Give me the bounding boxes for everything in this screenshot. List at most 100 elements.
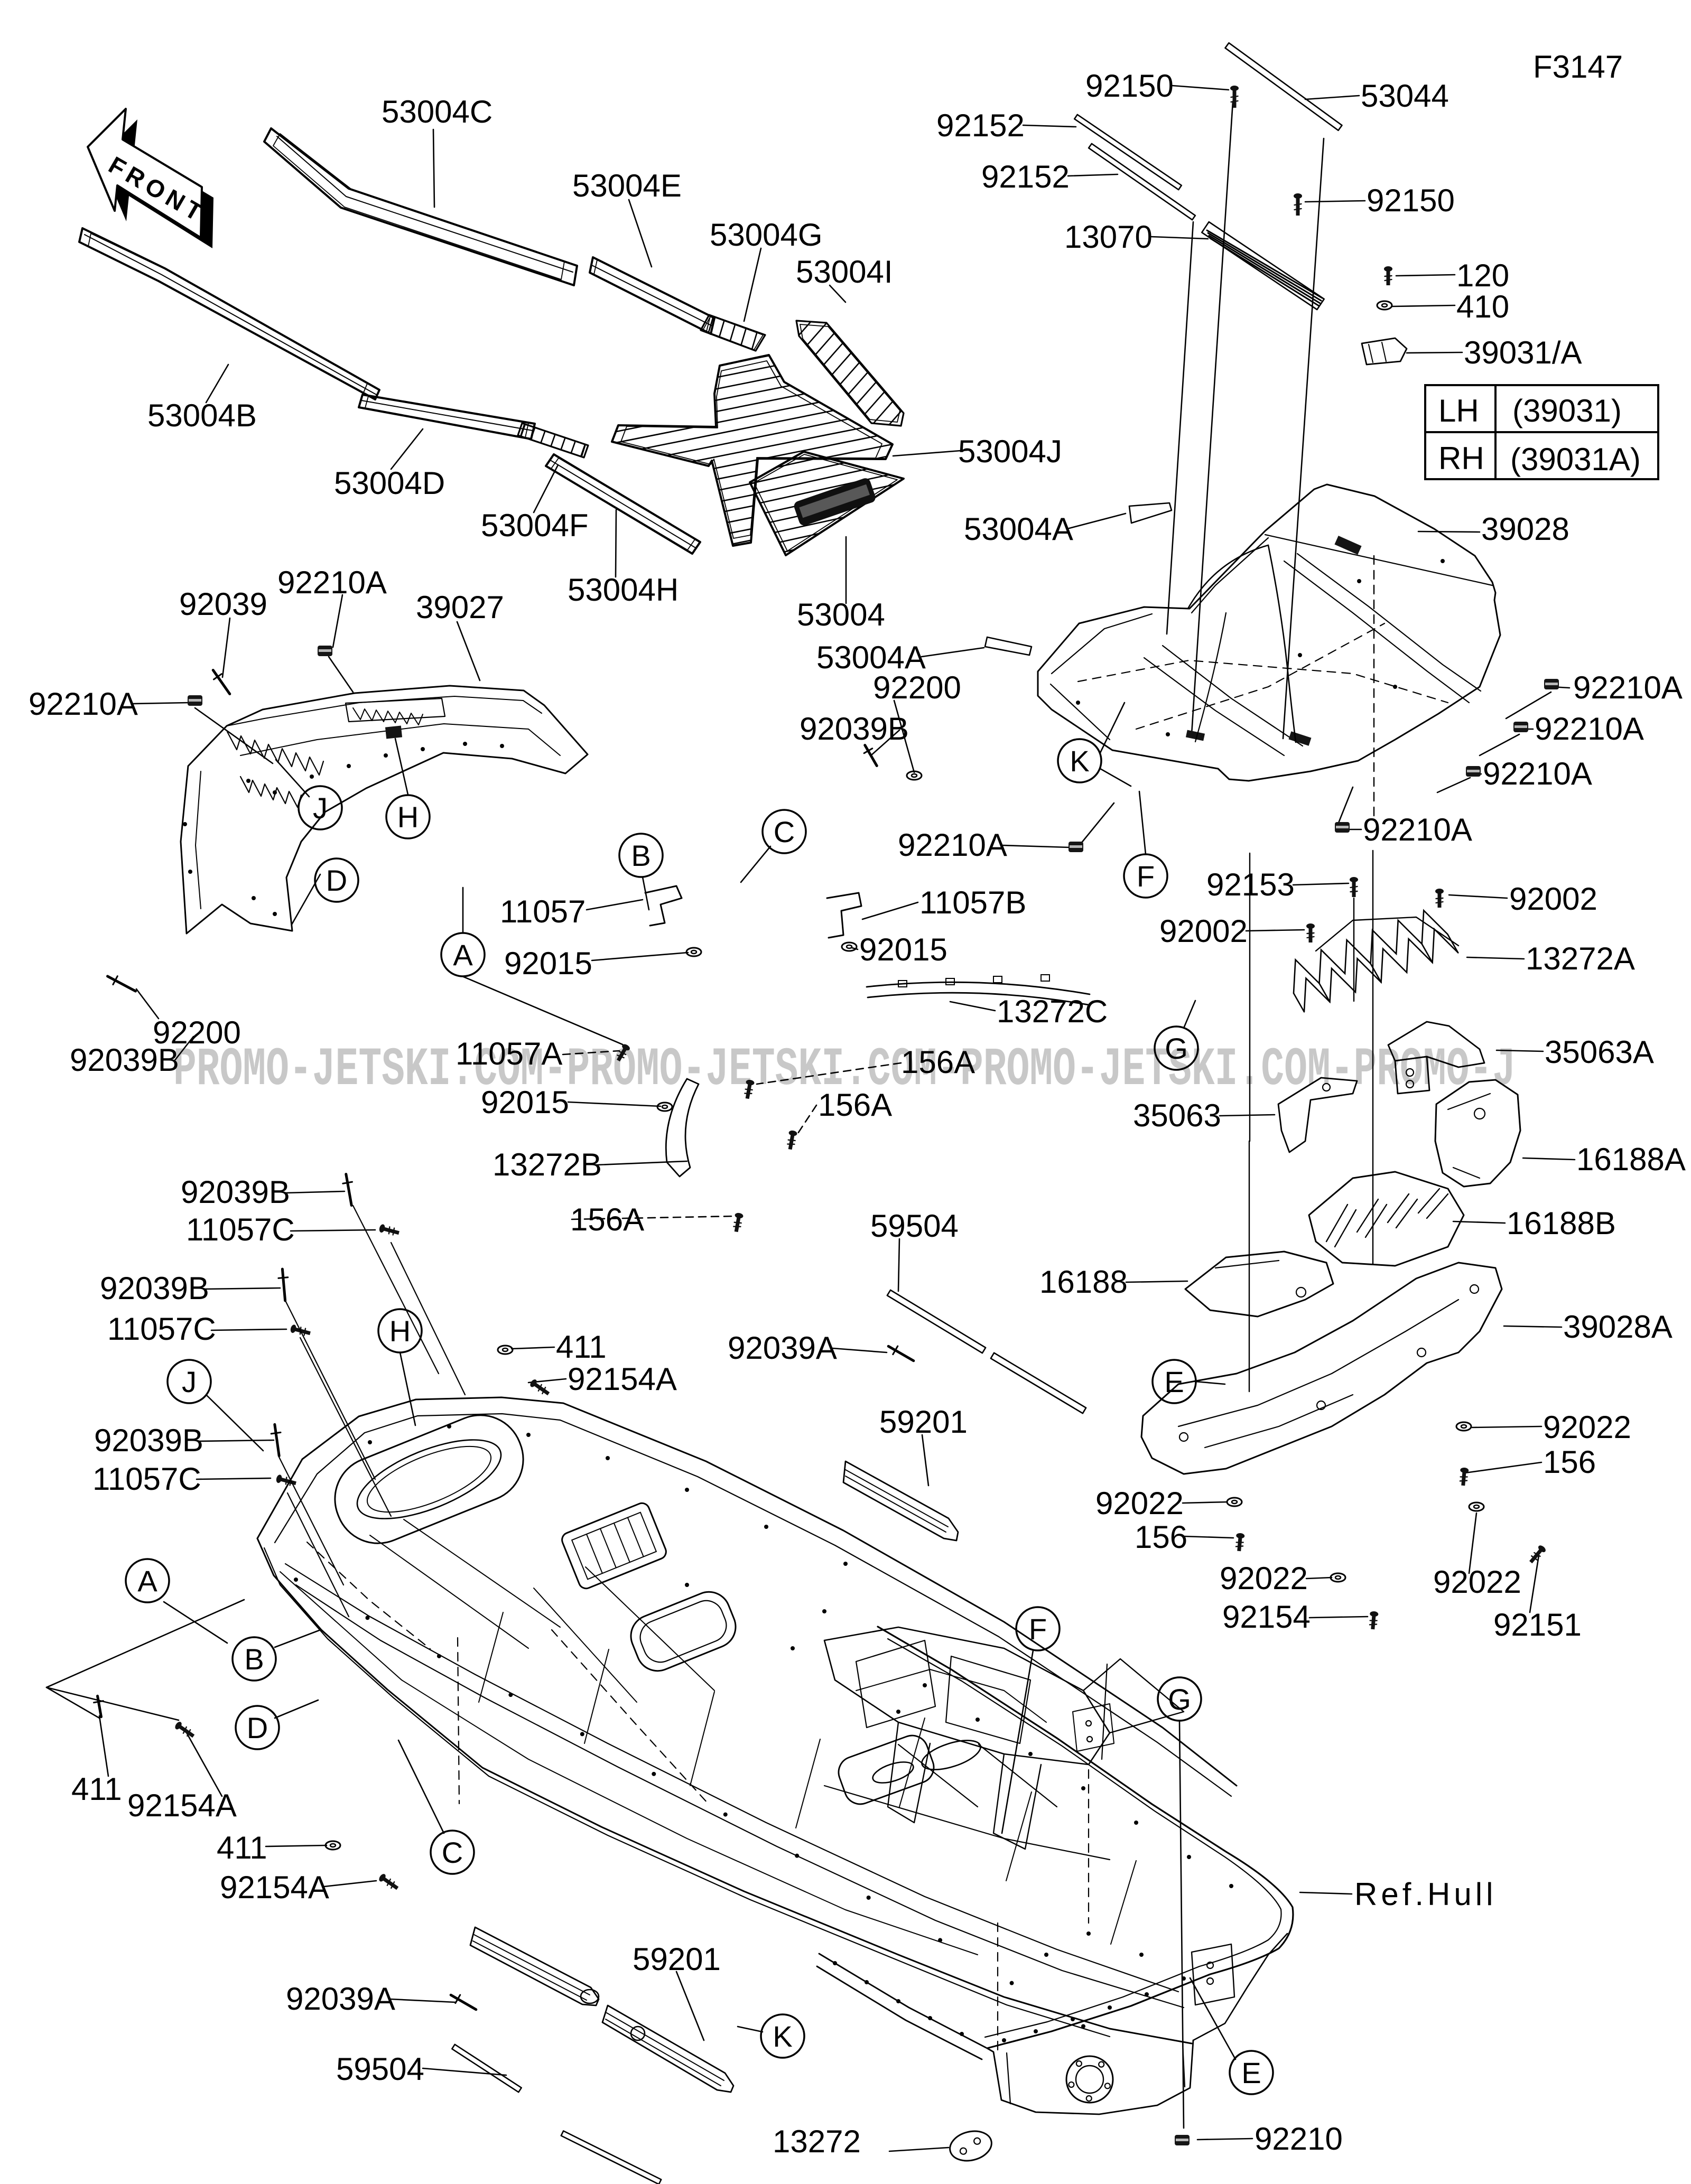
svg-text:53004D: 53004D (334, 465, 445, 501)
svg-text:13070: 13070 (1064, 219, 1153, 255)
svg-text:59504: 59504 (870, 1208, 959, 1244)
svg-text:156: 156 (1543, 1444, 1596, 1480)
svg-text:120: 120 (1456, 258, 1509, 293)
svg-text:B: B (631, 839, 651, 872)
svg-text:411: 411 (556, 1329, 607, 1365)
svg-text:J: J (182, 1365, 197, 1398)
svg-text:92039: 92039 (179, 586, 267, 622)
svg-text:53004: 53004 (797, 597, 885, 632)
svg-text:E: E (1241, 2056, 1261, 2089)
svg-text:G: G (1165, 1032, 1188, 1065)
svg-text:11057: 11057 (500, 894, 586, 929)
svg-text:92210A: 92210A (1573, 670, 1683, 705)
svg-text:53004G: 53004G (710, 217, 823, 253)
svg-text:156A: 156A (901, 1044, 975, 1080)
svg-text:156: 156 (1135, 1519, 1187, 1555)
svg-text:92039B: 92039B (800, 711, 909, 746)
svg-text:92210A: 92210A (1363, 812, 1472, 847)
svg-text:92154A: 92154A (220, 1870, 329, 1905)
svg-text:D: D (247, 1711, 268, 1744)
svg-text:53004A: 53004A (964, 511, 1073, 547)
svg-text:92022: 92022 (1543, 1410, 1631, 1445)
svg-text:H: H (397, 800, 419, 834)
svg-text:39028: 39028 (1481, 511, 1569, 547)
svg-text:92153: 92153 (1206, 867, 1295, 902)
svg-text:92210A: 92210A (277, 565, 387, 600)
svg-text:92039A: 92039A (728, 1330, 837, 1366)
svg-text:D: D (326, 864, 347, 897)
svg-text:11057C: 11057C (107, 1311, 216, 1347)
svg-text:92022: 92022 (1433, 1564, 1521, 1600)
svg-text:59201: 59201 (879, 1404, 968, 1440)
svg-text:92015: 92015 (504, 946, 592, 981)
svg-text:13272: 13272 (773, 2124, 861, 2159)
svg-text:92200: 92200 (873, 670, 961, 705)
svg-text:53004H: 53004H (568, 572, 679, 608)
svg-text:92210A: 92210A (29, 686, 138, 722)
svg-text:C: C (774, 815, 795, 848)
svg-text:92015: 92015 (859, 932, 947, 967)
svg-text:92210A: 92210A (1483, 756, 1592, 791)
svg-text:K: K (773, 2020, 792, 2053)
svg-text:92150: 92150 (1085, 68, 1174, 104)
svg-text:92039B: 92039B (100, 1271, 209, 1306)
svg-text:16188A: 16188A (1576, 1142, 1686, 1177)
svg-text:92002: 92002 (1509, 881, 1597, 917)
svg-text:11057A: 11057A (456, 1036, 562, 1071)
svg-text:92154A: 92154A (127, 1788, 237, 1823)
svg-text:(39031A): (39031A) (1510, 442, 1641, 477)
svg-text:92151: 92151 (1493, 1607, 1582, 1642)
svg-text:39027: 39027 (416, 590, 504, 625)
svg-text:156A: 156A (570, 1202, 644, 1237)
svg-text:92152: 92152 (936, 108, 1025, 143)
svg-text:92210A: 92210A (1535, 711, 1644, 746)
svg-text:F3147: F3147 (1533, 49, 1623, 85)
svg-text:53004E: 53004E (572, 168, 682, 203)
svg-text:53004F: 53004F (481, 508, 589, 543)
svg-text:92152: 92152 (981, 159, 1070, 194)
svg-text:411: 411 (217, 1830, 267, 1865)
svg-text:92210A: 92210A (898, 827, 1007, 863)
svg-text:92002: 92002 (1159, 913, 1248, 949)
svg-text:92210: 92210 (1255, 2121, 1343, 2157)
svg-text:J: J (313, 791, 328, 825)
svg-text:92039B: 92039B (181, 1174, 290, 1210)
svg-text:53004I: 53004I (796, 254, 893, 290)
svg-text:92200: 92200 (153, 1015, 241, 1050)
svg-text:A: A (453, 938, 473, 972)
svg-text:G: G (1168, 1683, 1191, 1716)
svg-text:410: 410 (1456, 289, 1509, 324)
svg-text:RH: RH (1438, 441, 1484, 476)
svg-text:92154A: 92154A (568, 1361, 677, 1397)
svg-text:39028A: 39028A (1563, 1309, 1673, 1345)
svg-text:35063: 35063 (1133, 1098, 1221, 1133)
svg-text:92015: 92015 (481, 1085, 569, 1120)
svg-text:411: 411 (71, 1771, 122, 1807)
svg-text:16188B: 16188B (1507, 1206, 1616, 1241)
svg-text:11057C: 11057C (92, 1461, 201, 1497)
svg-text:13272B: 13272B (493, 1147, 602, 1182)
svg-text:LH: LH (1438, 393, 1479, 428)
svg-text:53044: 53044 (1361, 78, 1449, 114)
svg-text:53004J: 53004J (958, 434, 1062, 469)
svg-text:A: A (137, 1564, 157, 1598)
svg-text:92154: 92154 (1222, 1599, 1311, 1635)
svg-text:K: K (1070, 744, 1089, 778)
svg-text:C: C (442, 1836, 463, 1869)
svg-text:92039B: 92039B (70, 1042, 179, 1078)
svg-text:13272A: 13272A (1526, 941, 1635, 976)
svg-text:35063A: 35063A (1545, 1034, 1654, 1070)
svg-text:92039B: 92039B (94, 1423, 203, 1458)
svg-text:92150: 92150 (1367, 183, 1455, 218)
svg-text:H: H (389, 1314, 411, 1348)
svg-text:59504: 59504 (336, 2051, 424, 2087)
svg-text:92022: 92022 (1095, 1486, 1184, 1521)
svg-text:53004B: 53004B (147, 398, 257, 433)
svg-text:53004A: 53004A (816, 640, 926, 675)
svg-text:11057B: 11057B (919, 885, 1026, 920)
svg-text:Ref.Hull: Ref.Hull (1354, 1877, 1497, 1912)
svg-text:92039A: 92039A (286, 1981, 395, 2017)
svg-text:11057C: 11057C (186, 1212, 295, 1247)
svg-text:B: B (244, 1642, 264, 1676)
svg-text:53004C: 53004C (382, 94, 493, 129)
